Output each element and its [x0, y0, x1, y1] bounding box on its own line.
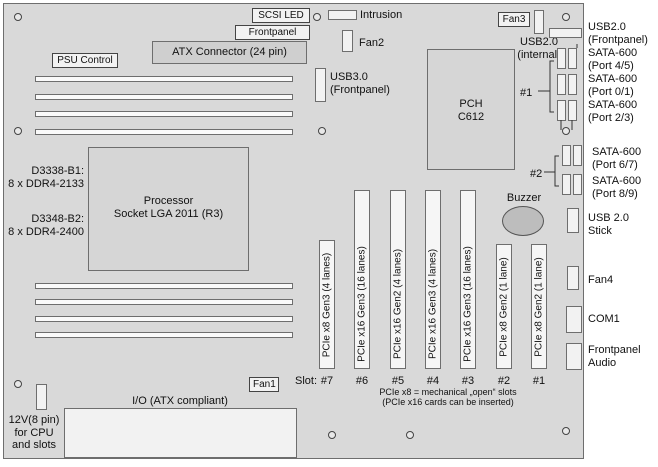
- io-panel: [64, 408, 297, 458]
- com1-connector: [566, 306, 582, 333]
- slot-number-3: #3: [461, 375, 475, 387]
- dimm-slot: [35, 332, 293, 338]
- sata-group-2-label: #2: [530, 168, 543, 180]
- pch-chip: PCH C612: [427, 49, 515, 170]
- frontpanel-audio-label: Frontpanel Audio: [588, 344, 641, 369]
- dimm-slot: [35, 283, 293, 289]
- slot-prefix-label: Slot:: [295, 375, 318, 387]
- slot-number-5: #5: [391, 375, 405, 387]
- power-12v-connector: [36, 384, 47, 410]
- dimm-slot: [35, 316, 293, 322]
- pcie-slot-5: PCIe x16 Gen2 (4 lanes): [390, 190, 406, 369]
- dimm-slot: [35, 129, 293, 135]
- pcie-slot-2: PCIe x8 Gen2 (1 lane): [496, 244, 512, 369]
- dimm-slot: [35, 299, 293, 305]
- pch-label: PCH C612: [457, 98, 485, 123]
- dimm-slot: [35, 76, 293, 82]
- fan3-connector: Fan3: [498, 12, 530, 27]
- sata-port-9-connector: [573, 174, 582, 195]
- processor-socket: Processor Socket LGA 2011 (R3): [88, 147, 249, 271]
- psu-control-connector: PSU Control: [52, 53, 118, 68]
- sata-port-5-connector: [568, 48, 577, 69]
- usb20-stick-label: USB 2.0 Stick: [588, 212, 629, 237]
- memory-d3348-label: D3348-B2: 8 x DDR4-2400: [8, 213, 84, 238]
- sata-port-4-connector: [557, 48, 566, 69]
- usb30-frontpanel-connector: [315, 68, 326, 102]
- mounting-hole: [562, 127, 570, 135]
- mounting-hole: [328, 431, 336, 439]
- mounting-hole: [14, 13, 22, 21]
- slot-number-4: #4: [426, 375, 440, 387]
- mounting-hole: [313, 13, 321, 21]
- pcie-slot-7: PCIe x8 Gen3 (4 lanes): [319, 240, 335, 369]
- sata-port-01-label: SATA-600 (Port 0/1): [588, 73, 638, 98]
- dimm-slot: [35, 111, 293, 117]
- fan1-connector: Fan1: [249, 377, 279, 392]
- usb30-frontpanel-label: USB3.0 (Frontpanel): [330, 71, 390, 96]
- fan2-connector: [342, 30, 353, 52]
- slot-number-1: #1: [532, 375, 546, 387]
- sata-port-89-label: SATA-600 (Port 8/9): [592, 175, 642, 200]
- sata-port-45-label: SATA-600 (Port 4/5): [588, 47, 638, 72]
- buzzer-label: Buzzer: [506, 192, 542, 204]
- intrusion-connector: [328, 10, 357, 20]
- atx-connector-label: ATX Connector (24 pin): [172, 46, 287, 58]
- sata-port-23-label: SATA-600 (Port 2/3): [588, 99, 638, 124]
- mounting-hole: [14, 380, 22, 388]
- sata-group-1-label: #1: [520, 87, 533, 99]
- dimm-slot: [35, 94, 293, 100]
- pcie-slot-6: PCIe x16 Gen3 (16 lanes): [354, 190, 370, 369]
- pcie-slot-1: PCIe x8 Gen2 (1 lane): [531, 244, 547, 369]
- io-label: I/O (ATX compliant): [132, 395, 228, 407]
- slot-number-7: #7: [320, 375, 334, 387]
- pcie-open-slot-note: PCIe x8 = mechanical „open“ slots (PCIe …: [379, 387, 517, 408]
- fan4-label: Fan4: [588, 274, 614, 286]
- fan4-connector: [567, 266, 579, 290]
- slot-number-2: #2: [497, 375, 511, 387]
- mounting-hole: [562, 427, 570, 435]
- usb20-frontpanel-connector: [549, 28, 582, 38]
- sata-port-1-connector: [568, 74, 577, 95]
- memory-d3338-label: D3338-B1: 8 x DDR4-2133: [8, 165, 84, 190]
- mounting-hole: [562, 13, 570, 21]
- sata-port-0-connector: [557, 74, 566, 95]
- fan2-label: Fan2: [359, 37, 385, 49]
- usb20-internal-connector: [534, 10, 544, 34]
- buzzer: [502, 206, 544, 236]
- frontpanel-audio-connector: [566, 343, 582, 370]
- pcie-slot-3: PCIe x16 Gen3 (16 lanes): [460, 190, 476, 369]
- intrusion-label: Intrusion: [360, 9, 403, 21]
- mounting-hole: [318, 127, 326, 135]
- sata-port-8-connector: [562, 174, 571, 195]
- atx-24pin-connector: ATX Connector (24 pin): [152, 41, 307, 64]
- sata-port-7-connector: [573, 145, 582, 166]
- power-12v-label: 12V(8 pin) for CPU and slots: [8, 414, 60, 452]
- slot-number-6: #6: [355, 375, 369, 387]
- pcie-slot-4: PCIe x16 Gen3 (4 lanes): [425, 190, 441, 369]
- processor-label: Processor Socket LGA 2011 (R3): [113, 195, 224, 220]
- usb20-stick-connector: [567, 208, 579, 233]
- scsi-led-connector: SCSI LED: [252, 8, 310, 23]
- mounting-hole: [406, 431, 414, 439]
- usb20-frontpanel-label: USB2.0 (Frontpanel): [588, 21, 648, 46]
- com1-label: COM1: [588, 313, 620, 325]
- usb20-internal-label: USB2.0 (internal): [517, 36, 561, 61]
- frontpanel-connector: Frontpanel: [235, 25, 310, 40]
- mounting-hole: [14, 127, 22, 135]
- sata-port-67-label: SATA-600 (Port 6/7): [592, 146, 642, 171]
- sata-port-6-connector: [562, 145, 571, 166]
